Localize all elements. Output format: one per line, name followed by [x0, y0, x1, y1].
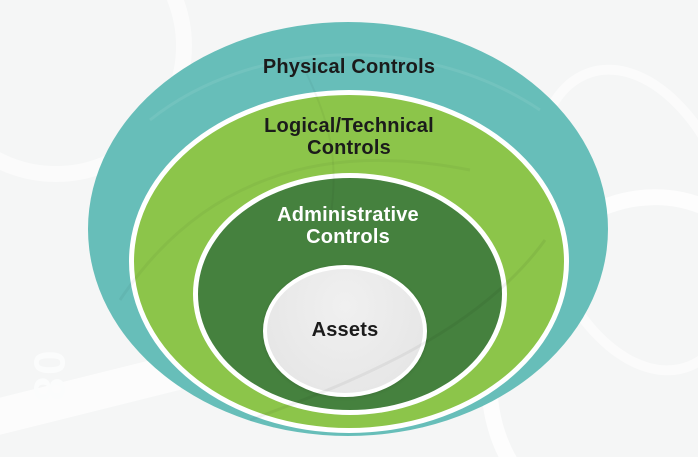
label-line: Controls — [306, 226, 390, 248]
ring-assets — [263, 265, 427, 397]
label-assets: Assets — [311, 319, 379, 341]
label-line: Controls — [307, 137, 391, 159]
watermark-text: 08 — [24, 350, 74, 404]
label-line: Administrative — [277, 204, 419, 226]
label-logical-technical-controls: Logical/Technical Controls — [199, 115, 499, 159]
label-line: Logical/Technical — [264, 115, 434, 137]
label-physical-controls: Physical Controls — [262, 56, 436, 78]
label-administrative-controls: Administrative Controls — [198, 204, 498, 248]
